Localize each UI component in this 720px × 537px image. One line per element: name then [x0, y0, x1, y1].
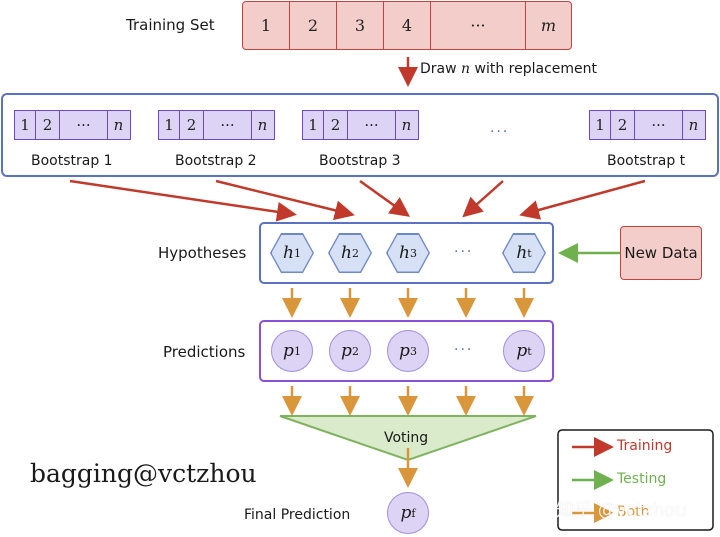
training-cell: 3 [336, 2, 383, 49]
bootstrap-cell: ··· [59, 111, 107, 139]
hypotheses-label: Hypotheses [158, 244, 247, 262]
bootstrap-cell: 2 [610, 111, 634, 139]
bootstrap-ellipsis: ··· [490, 124, 510, 140]
bootstrap-cell: 2 [35, 111, 59, 139]
bootstrap-label-1: Bootstrap 1 [31, 153, 113, 169]
training-cell: 1 [260, 16, 272, 35]
bootstrap-cell: 1 [20, 116, 30, 134]
bootstrap-sample-t: 1 2 ··· n [589, 110, 706, 140]
bootstrap-cell: 2 [179, 111, 203, 139]
bootstrap-label-t: Bootstrap t [607, 153, 686, 169]
hypotheses-box [259, 222, 554, 284]
bootstrap-container [1, 93, 719, 177]
predictions-ellipsis: ··· [454, 342, 474, 358]
bootstrap-cell: ··· [634, 111, 682, 139]
train-arrow-5 [519, 179, 646, 220]
bootstrap-cell: 1 [164, 116, 174, 134]
voting-label: Voting [384, 430, 429, 446]
legend-training-label: Training [617, 438, 673, 454]
bootstrap-cell: n [395, 111, 417, 139]
bootstrap-cell: 1 [308, 116, 318, 134]
training-cell: 4 [383, 2, 430, 49]
final-prediction-label: Final Prediction [244, 507, 351, 523]
bootstrap-cell: ··· [347, 111, 395, 139]
voting-triangle [279, 415, 537, 462]
site-watermark: 知乎 @vctzhou [556, 500, 687, 521]
training-cell: 2 [289, 2, 336, 49]
train-arrow-3 [359, 179, 411, 217]
train-arrow-1 [69, 179, 297, 222]
training-cell: ··· [430, 2, 525, 49]
draw-label: Draw n with replacement [420, 61, 597, 77]
hypotheses-ellipsis: ··· [454, 244, 474, 260]
bootstrap-cell: ··· [203, 111, 251, 139]
bootstrap-cell: 2 [323, 111, 347, 139]
train-arrow-4 [462, 180, 504, 218]
draw-label-prefix: Draw [420, 61, 457, 77]
train-arrow-2 [215, 179, 355, 221]
new-data-label: New Data [624, 244, 698, 262]
bootstrap-cell: n [251, 111, 273, 139]
bootstrap-sample-2: 1 2 ··· n [158, 110, 275, 140]
predictions-box [259, 320, 554, 382]
bootstrap-label-3: Bootstrap 3 [319, 153, 401, 169]
bootstrap-label-2: Bootstrap 2 [175, 153, 257, 169]
training-set-box: 1 2 3 4 ··· m [242, 1, 572, 50]
author-watermark: bagging@vctzhou [30, 459, 257, 488]
training-cell: m [525, 2, 571, 49]
legend-both-label: Both [617, 504, 650, 520]
training-set-label: Training Set [126, 16, 215, 34]
draw-label-suffix: with replacement [474, 61, 598, 77]
bootstrap-sample-3: 1 2 ··· n [302, 110, 419, 140]
legend-testing-label: Testing [617, 471, 667, 487]
bootstrap-cell: n [682, 111, 704, 139]
bootstrap-cell: n [107, 111, 129, 139]
bootstrap-cell: 1 [595, 116, 605, 134]
new-data-box: New Data [620, 226, 702, 280]
predictions-label: Predictions [163, 343, 246, 361]
draw-label-var: n [461, 61, 471, 77]
bootstrap-sample-1: 1 2 ··· n [14, 110, 131, 140]
